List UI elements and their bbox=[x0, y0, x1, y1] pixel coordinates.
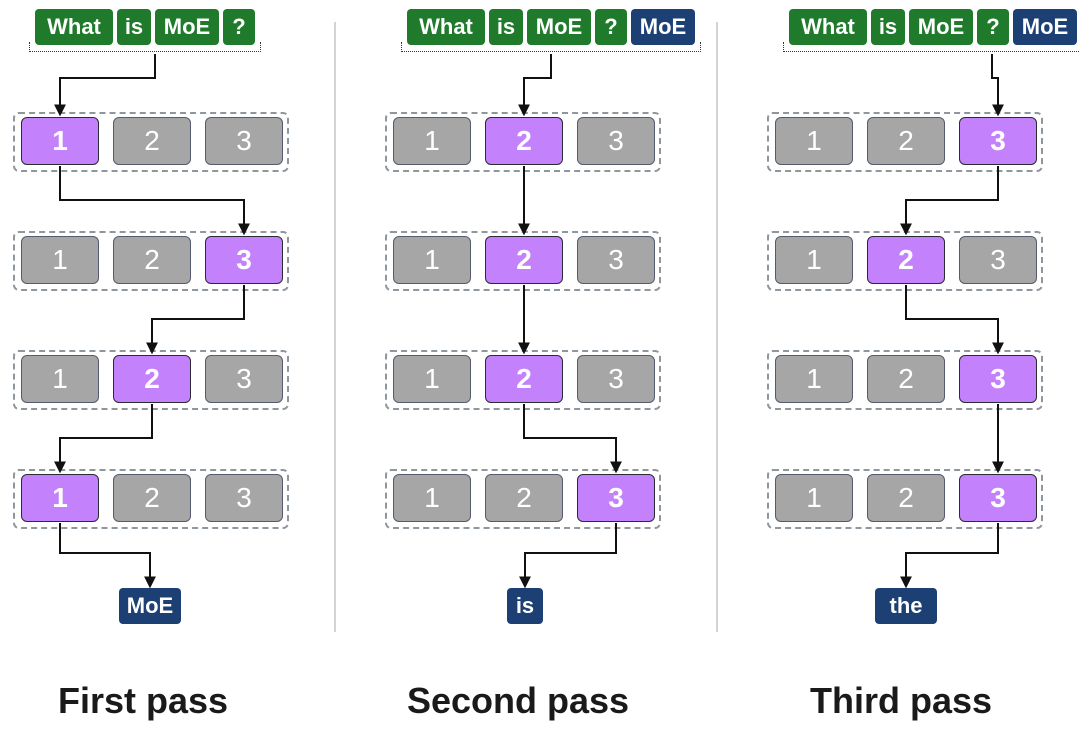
input-token: What bbox=[407, 9, 485, 45]
expert-active: 2 bbox=[485, 236, 563, 284]
expert-active: 3 bbox=[577, 474, 655, 522]
expert: 2 bbox=[113, 117, 191, 165]
expert: 1 bbox=[21, 355, 99, 403]
output-token: is bbox=[507, 588, 543, 624]
pass-label: Third pass bbox=[809, 680, 993, 721]
expert-active: 1 bbox=[21, 474, 99, 522]
expert-active: 2 bbox=[485, 117, 563, 165]
token-bracket bbox=[783, 42, 1080, 52]
expert: 2 bbox=[113, 236, 191, 284]
input-token: What bbox=[35, 9, 113, 45]
generated-token: MoE bbox=[1013, 9, 1077, 45]
input-token: is bbox=[871, 9, 905, 45]
output-token: the bbox=[875, 588, 937, 624]
expert: 2 bbox=[867, 355, 945, 403]
expert: 1 bbox=[775, 355, 853, 403]
input-token: MoE bbox=[909, 9, 973, 45]
divider bbox=[334, 22, 336, 632]
expert: 1 bbox=[775, 236, 853, 284]
expert-active: 2 bbox=[485, 355, 563, 403]
expert: 2 bbox=[485, 474, 563, 522]
expert-active: 3 bbox=[959, 117, 1037, 165]
expert: 3 bbox=[205, 117, 283, 165]
output-token: MoE bbox=[119, 588, 181, 624]
token-bracket bbox=[401, 42, 701, 52]
expert: 2 bbox=[867, 474, 945, 522]
expert: 1 bbox=[775, 117, 853, 165]
expert: 3 bbox=[205, 474, 283, 522]
expert-active: 3 bbox=[205, 236, 283, 284]
expert: 1 bbox=[393, 474, 471, 522]
pass-label: Second pass bbox=[406, 680, 630, 721]
expert: 3 bbox=[959, 236, 1037, 284]
input-token: is bbox=[117, 9, 151, 45]
expert-active: 2 bbox=[867, 236, 945, 284]
expert: 3 bbox=[577, 355, 655, 403]
input-token: What bbox=[789, 9, 867, 45]
expert-active: 1 bbox=[21, 117, 99, 165]
expert: 1 bbox=[775, 474, 853, 522]
expert: 1 bbox=[393, 117, 471, 165]
input-token: MoE bbox=[527, 9, 591, 45]
expert: 3 bbox=[577, 236, 655, 284]
expert: 2 bbox=[867, 117, 945, 165]
expert: 2 bbox=[113, 474, 191, 522]
expert: 1 bbox=[393, 355, 471, 403]
input-token: ? bbox=[977, 9, 1009, 45]
expert: 1 bbox=[21, 236, 99, 284]
token-bracket bbox=[29, 42, 261, 52]
input-token: ? bbox=[223, 9, 255, 45]
input-token: is bbox=[489, 9, 523, 45]
expert: 3 bbox=[577, 117, 655, 165]
input-token: ? bbox=[595, 9, 627, 45]
generated-token: MoE bbox=[631, 9, 695, 45]
divider bbox=[716, 22, 718, 632]
expert: 3 bbox=[205, 355, 283, 403]
expert-active: 3 bbox=[959, 474, 1037, 522]
expert: 1 bbox=[393, 236, 471, 284]
expert-active: 2 bbox=[113, 355, 191, 403]
pass-label: First pass bbox=[57, 680, 229, 721]
expert-active: 3 bbox=[959, 355, 1037, 403]
input-token: MoE bbox=[155, 9, 219, 45]
